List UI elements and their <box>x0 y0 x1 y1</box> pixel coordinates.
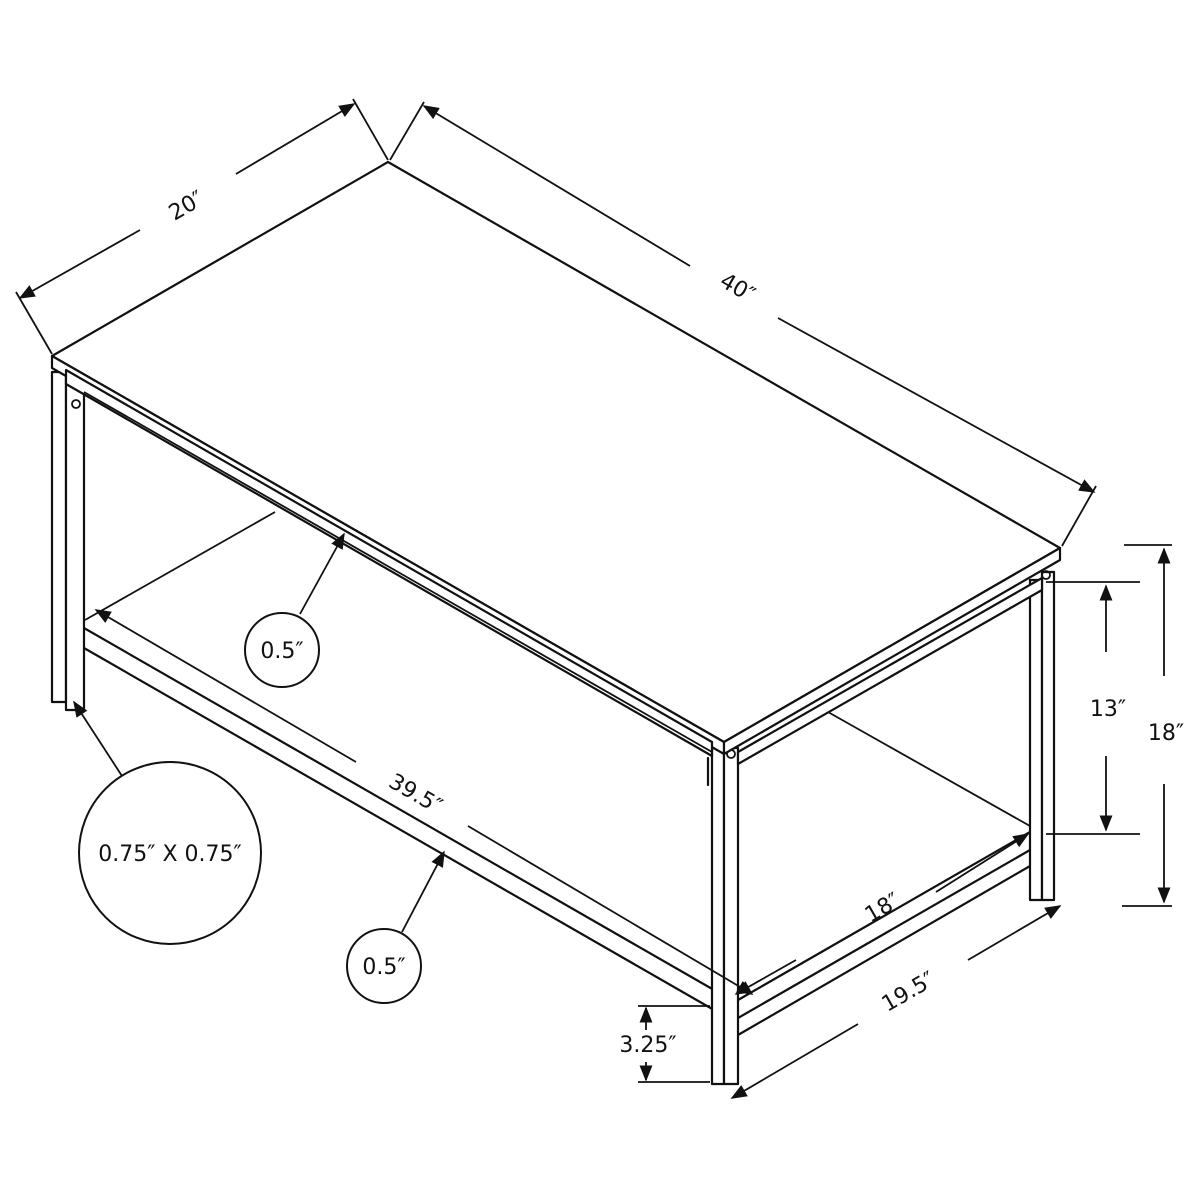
callout-shelf-frame-label: 0.5″ <box>362 955 405 980</box>
leg-front-right <box>706 746 740 1086</box>
label-base-depth: 19.5″ <box>878 967 940 1017</box>
shelf-side-rail <box>736 830 1032 1037</box>
label-top-depth: 20″ <box>165 186 209 226</box>
label-shelf-height: 3.25″ <box>619 1033 676 1058</box>
label-shelf-length: 39.5″ <box>384 769 446 819</box>
dimension-lines <box>15 98 1172 1099</box>
label-shelf-clearance: 13″ <box>1090 697 1126 722</box>
shelf-front-rail <box>82 626 716 1012</box>
table-drawing <box>50 160 1062 1086</box>
callout-apron-label: 0.5″ <box>260 639 303 664</box>
callout-leg-size-label: 0.75″ X 0.75″ <box>98 842 241 867</box>
callout-leg-size: 0.75″ X 0.75″ <box>78 761 262 945</box>
label-overall-height: 18″ <box>1148 721 1184 746</box>
callout-shelf-frame-thickness: 0.5″ <box>346 928 422 1004</box>
label-shelf-depth: 18″ <box>861 888 905 928</box>
leg-back-right <box>1028 570 1056 902</box>
label-top-length: 40″ <box>715 268 759 308</box>
tabletop <box>50 160 1062 766</box>
leg-front-left <box>50 370 86 712</box>
callout-apron-thickness: 0.5″ <box>244 612 320 688</box>
